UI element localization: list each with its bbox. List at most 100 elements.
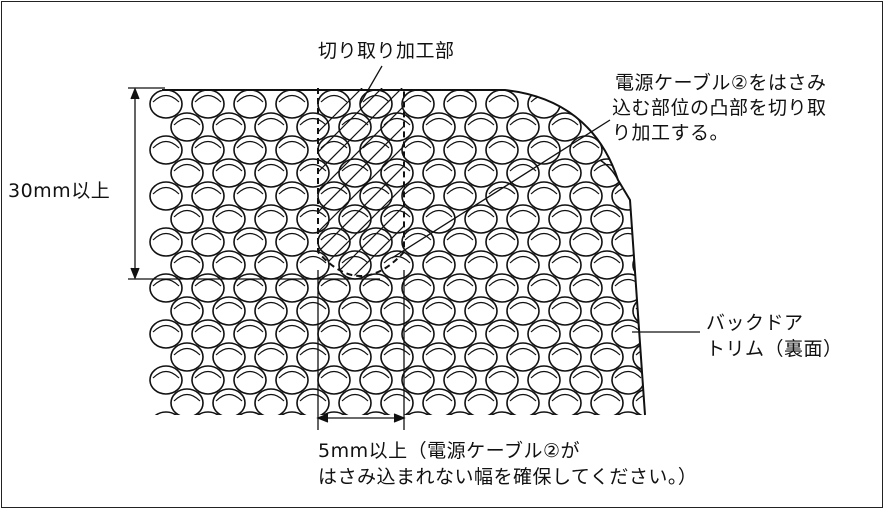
perforation-hole: [296, 388, 330, 415]
perforation-hole: [359, 319, 393, 349]
perforation-hole: [254, 112, 288, 142]
perforation-hole: [611, 227, 645, 257]
perforation-hole: [191, 181, 225, 211]
perforation-hole: [380, 250, 414, 280]
perforation-hole: [317, 411, 351, 415]
hole-shading: [446, 370, 474, 379]
hole-shading: [341, 117, 369, 126]
perforation-hole: [611, 411, 645, 415]
perforation-hole: [338, 388, 372, 415]
hole-shading: [405, 418, 431, 425]
perforation-hole: [359, 227, 393, 257]
hole-shading: [404, 186, 432, 195]
hole-shading: [236, 370, 264, 379]
perforation-hole: [485, 273, 519, 303]
hole-shading: [173, 393, 201, 402]
perforation-hole: [443, 135, 477, 165]
perforation-hole: [675, 159, 707, 187]
perforation-hole: [317, 135, 351, 165]
hole-shading: [551, 117, 579, 126]
hole-shading: [635, 163, 645, 172]
perforation-hole: [359, 411, 393, 415]
hole-shading: [320, 232, 348, 241]
hole-shading: [404, 324, 432, 333]
hole-shading: [257, 117, 285, 126]
perforation-hole: [443, 411, 477, 415]
width-note-line-2: はさみ込まれない幅を確保してください。）: [318, 466, 698, 488]
hole-shading: [278, 232, 306, 241]
hole-shading: [257, 301, 285, 310]
hole-shading: [257, 393, 285, 402]
perforation-hole: [359, 135, 393, 165]
perforation-hole: [654, 320, 686, 348]
hole-shading: [572, 232, 600, 241]
perforation-hole: [170, 296, 204, 326]
perforation-hole: [149, 411, 183, 415]
perforation-hole: [170, 204, 204, 234]
hole-shading: [635, 393, 645, 402]
perforation-hole: [611, 273, 645, 303]
perforation-hole: [275, 227, 309, 257]
hole-shading: [446, 324, 474, 333]
perforation-hole: [296, 250, 330, 280]
hole-shading: [551, 163, 579, 172]
hole-shading: [572, 94, 600, 103]
hole-shading: [678, 395, 704, 402]
perforation-hole: [569, 273, 603, 303]
hole-shading: [488, 370, 516, 379]
perforation-hole: [401, 273, 435, 303]
hole-shading: [194, 186, 222, 195]
hole-shading: [299, 209, 327, 218]
hole-shading: [236, 324, 264, 333]
perforation-hole: [569, 135, 603, 165]
hole-shading: [572, 186, 600, 195]
perforation-hole: [632, 250, 645, 280]
hole-shading: [635, 209, 645, 218]
hole-shading: [572, 370, 600, 379]
hole-shading: [152, 186, 180, 195]
hole-shading: [152, 94, 180, 103]
hole-shading: [320, 324, 348, 333]
perforation-hole: [359, 365, 393, 395]
perforation-hole: [443, 227, 477, 257]
perforation-hole: [338, 158, 372, 188]
hole-shading: [194, 324, 222, 333]
hole-shading: [278, 140, 306, 149]
hole-shading: [678, 211, 704, 218]
hole-shading: [341, 255, 369, 264]
perforation-hole: [527, 181, 561, 211]
hole-shading: [489, 418, 515, 425]
hole-shading: [467, 209, 495, 218]
perforation-hole: [654, 366, 686, 394]
hole-shading: [551, 393, 579, 402]
perforation-hole: [233, 273, 267, 303]
perforation-hole: [149, 181, 183, 211]
perforation-hole: [401, 181, 435, 211]
hole-shading: [446, 186, 474, 195]
perforation-hole: [170, 342, 204, 372]
hole-shading: [467, 163, 495, 172]
perforation-hole: [191, 273, 225, 303]
height-dimension-label: 30mm以上: [8, 180, 111, 202]
hole-shading: [425, 301, 453, 310]
hole-shading: [152, 324, 180, 333]
hole-shading: [509, 163, 537, 172]
perforation-hole: [506, 112, 540, 142]
hole-shading: [383, 301, 411, 310]
hole-shading: [383, 209, 411, 218]
hole-shading: [447, 418, 473, 425]
perforation-hole: [233, 319, 267, 349]
perforation-hole: [443, 273, 477, 303]
hole-shading: [509, 117, 537, 126]
hole-shading: [173, 255, 201, 264]
perforation-hole: [149, 90, 183, 119]
perforation-hole: [359, 181, 393, 211]
hole-shading: [425, 255, 453, 264]
perforation-hole: [506, 250, 540, 280]
note-line-2: 込む部位の凸部を切り取: [612, 97, 827, 119]
perforation-hole: [275, 135, 309, 165]
hole-shading: [194, 94, 222, 103]
perforation-hole: [443, 365, 477, 395]
hole-shading: [425, 117, 453, 126]
perforation-hole: [317, 365, 351, 395]
